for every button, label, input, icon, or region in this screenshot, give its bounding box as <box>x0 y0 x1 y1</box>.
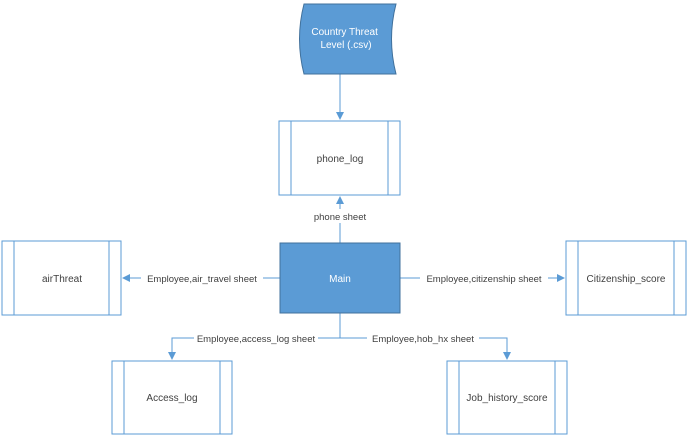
phone-log-node: phone_log <box>278 120 401 196</box>
phone-log-label: phone_log <box>317 154 364 165</box>
edge-label-air-travel: Employee,air_travel sheet <box>147 274 257 285</box>
country-threat-label-line2: Level (.csv) <box>320 40 371 51</box>
edge-label-citizenship: Employee,citizenship sheet <box>426 274 541 285</box>
access-log-label: Access_log <box>146 393 197 404</box>
edge-label-phone-sheet: phone sheet <box>314 212 367 223</box>
main-label: Main <box>329 274 351 285</box>
country-threat-label-line1: Country Threat <box>311 27 378 38</box>
edge-label-access-log: Employee,access_log sheet <box>197 334 316 345</box>
access-log-node: Access_log <box>111 360 233 435</box>
airthreat-node: airThreat <box>1 240 122 316</box>
svg-text:Country Threat Level (.c: Country Threat Level (.csv) <box>311 27 380 51</box>
job-history-score-label: Job_history_score <box>466 393 548 404</box>
edge-label-hob-hx: Employee,hob_hx sheet <box>372 334 474 345</box>
job-history-score-node: Job_history_score <box>446 360 568 435</box>
country-threat-csv-node: Country Threat Level (.csv) <box>299 3 397 75</box>
citizenship-score-label: Citizenship_score <box>587 274 666 285</box>
citizenship-score-node: Citizenship_score <box>565 240 687 316</box>
airthreat-label: airThreat <box>42 274 82 285</box>
main-node: Main <box>279 242 401 314</box>
